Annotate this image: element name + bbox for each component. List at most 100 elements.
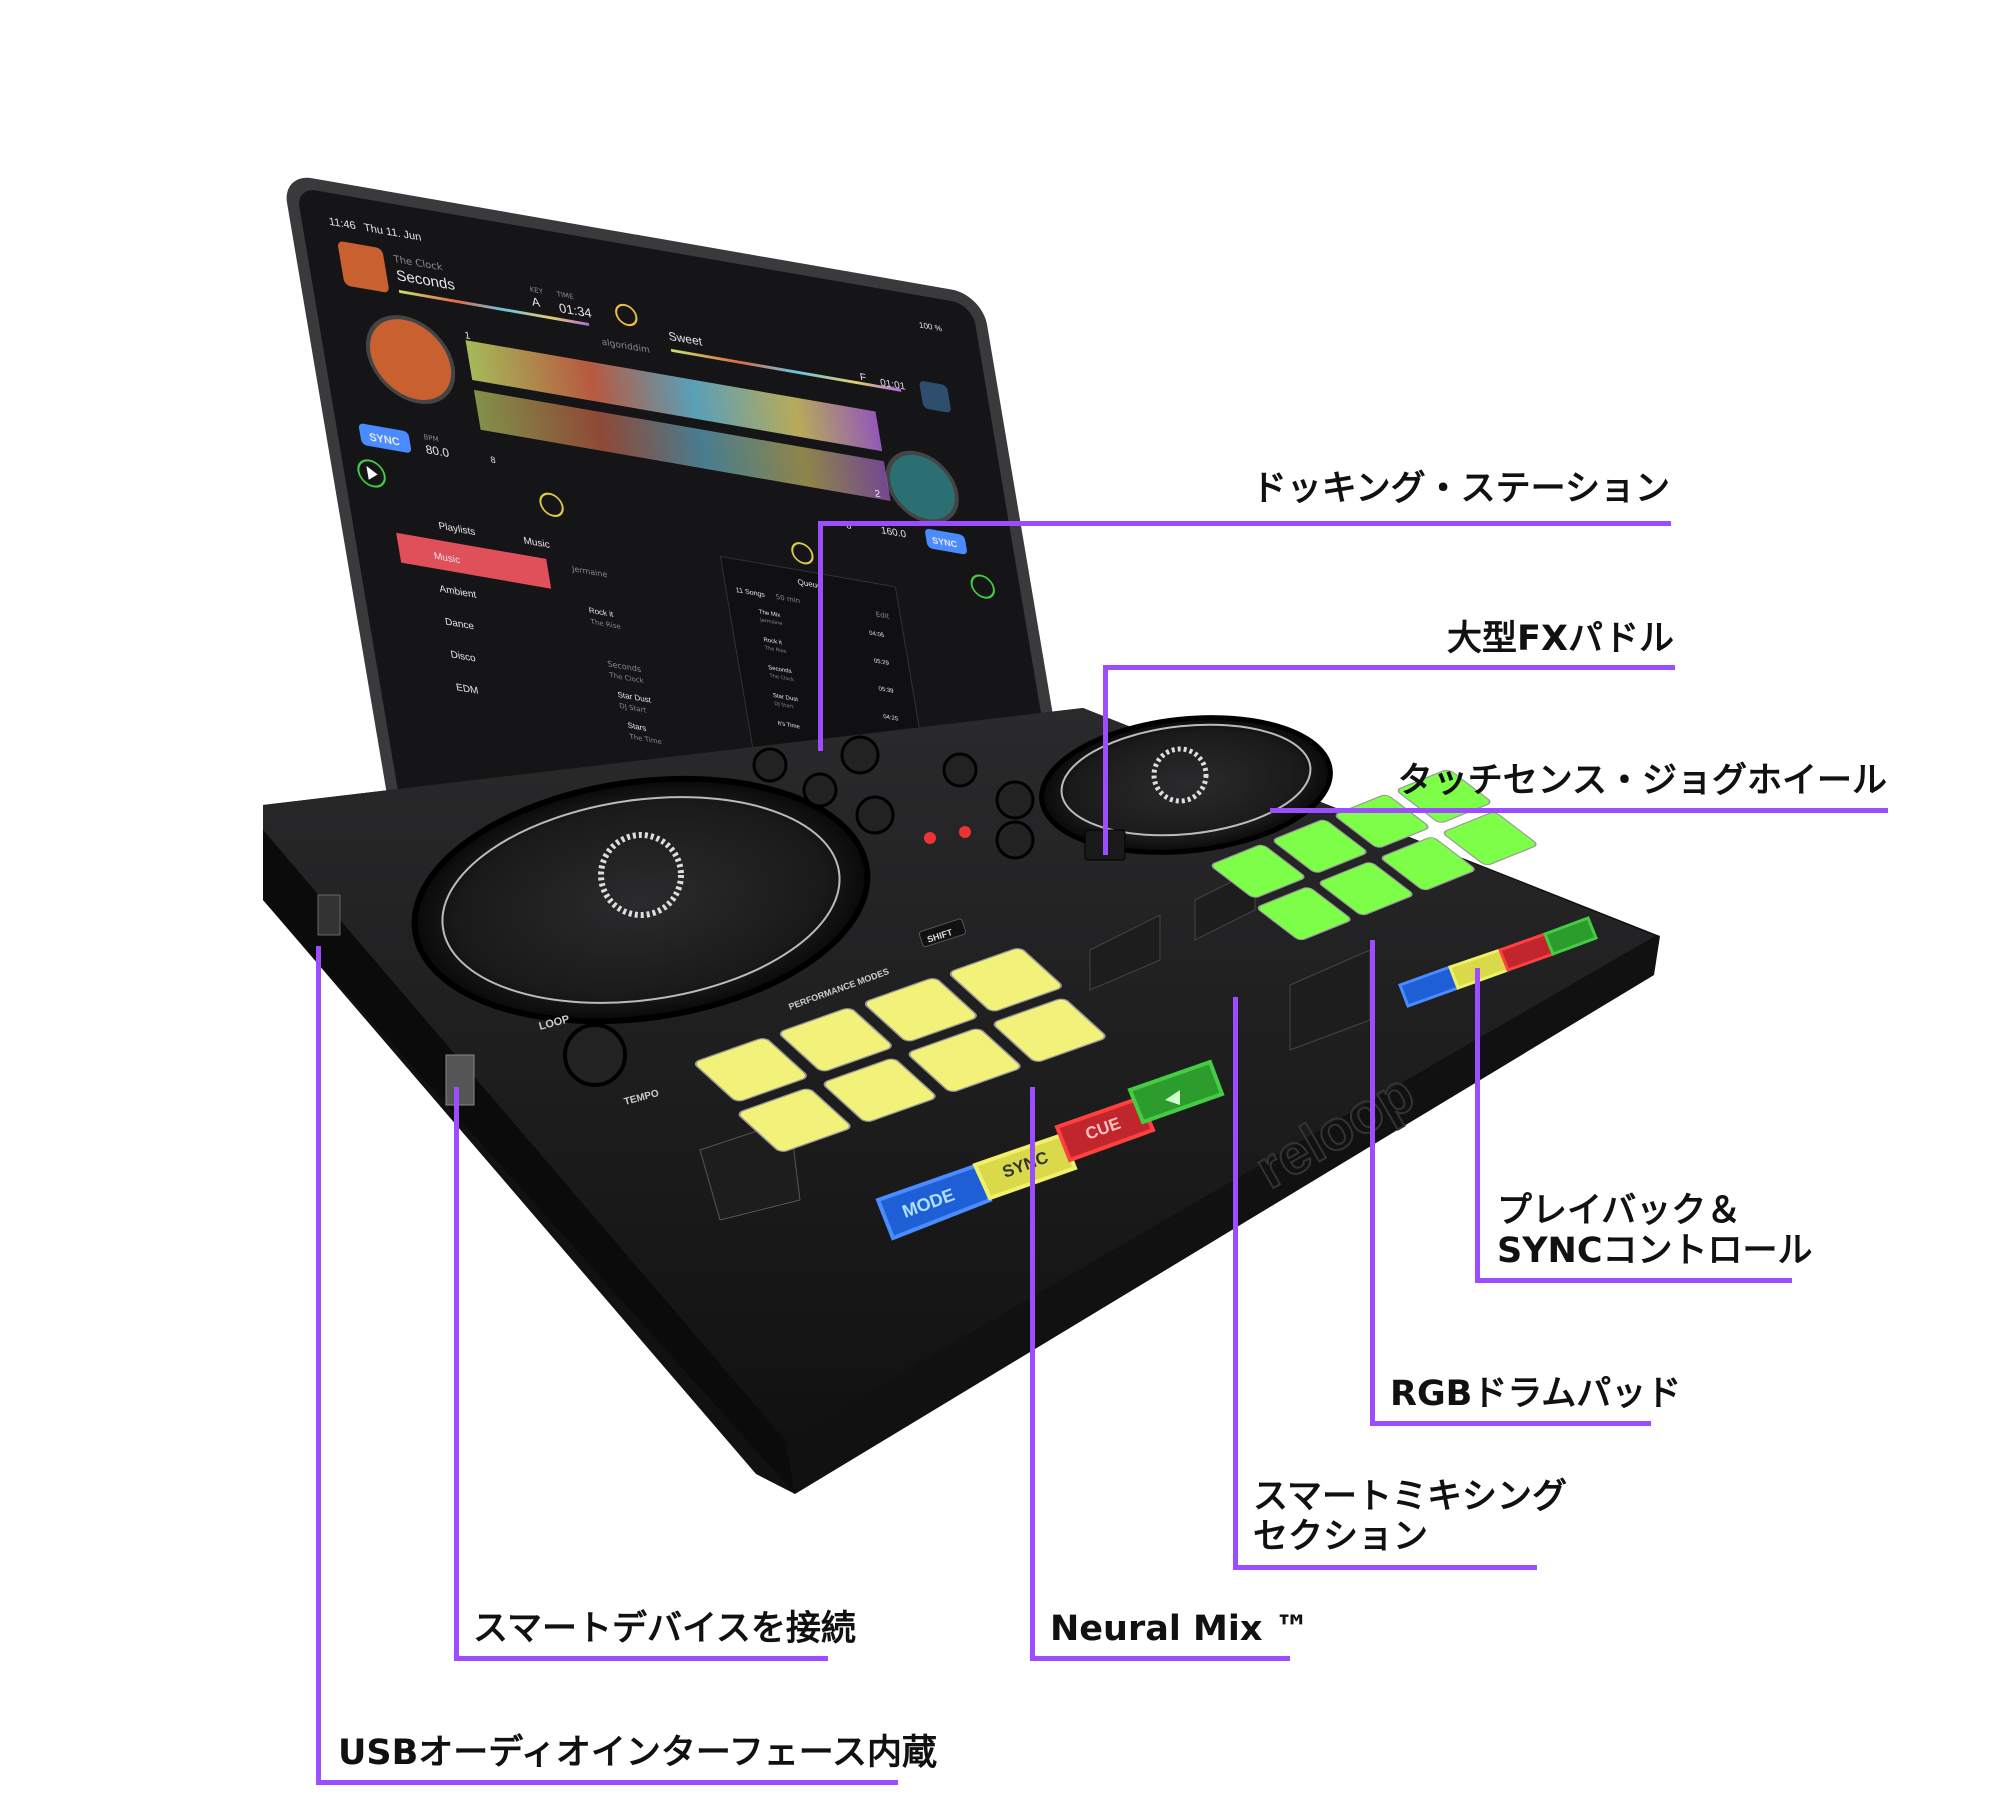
track-title[interactable]: Stars	[627, 721, 647, 733]
playlist-item[interactable]: Disco	[450, 649, 477, 664]
deck2-sync-button[interactable]	[924, 528, 967, 555]
usb-port	[317, 894, 341, 936]
deck2-play-button[interactable]	[970, 574, 996, 600]
shift-button[interactable]	[918, 918, 967, 948]
deck2-neural-mix-button[interactable]	[791, 542, 814, 565]
eq-knob[interactable]	[942, 752, 978, 788]
queue-item-title[interactable]: Rock it	[763, 637, 783, 646]
performance-pad[interactable]	[693, 1037, 809, 1103]
playlist-selected-bg	[396, 532, 552, 589]
callout-smart-mixing: スマートミキシング セクション	[1233, 997, 1567, 1570]
queue-item-time: 05:29	[874, 658, 891, 667]
rgb-drum-pad[interactable]	[1256, 886, 1353, 941]
performance-pad[interactable]	[863, 977, 979, 1043]
channel-fader-left[interactable]	[1089, 914, 1161, 991]
callout-line	[1370, 940, 1375, 1426]
record-icon[interactable]	[615, 303, 638, 327]
performance-pad[interactable]	[778, 1007, 894, 1073]
cue-button[interactable]	[1054, 1095, 1156, 1163]
performance-pad[interactable]	[948, 947, 1064, 1013]
deck1-bpm-label: BPM	[423, 432, 440, 443]
rgb-drum-pad[interactable]	[1318, 861, 1415, 916]
deck1-play-button[interactable]	[356, 458, 386, 488]
callout-label: スマートデバイスを接続	[473, 1608, 856, 1649]
callout-line	[1370, 1421, 1651, 1426]
callout-line	[1103, 665, 1108, 855]
performance-pad[interactable]	[822, 1058, 938, 1124]
deck2-marker: 2	[874, 489, 882, 501]
queue-item-title[interactable]: It's Time	[777, 721, 801, 731]
rgb-drum-pad[interactable]	[1272, 819, 1369, 874]
deck1-artwork	[338, 241, 389, 293]
callout-label: スマートミキシング	[1253, 1477, 1567, 1517]
callout-line	[1475, 968, 1480, 1283]
performance-pad[interactable]	[907, 1028, 1023, 1094]
controller-front-edge	[263, 830, 795, 1494]
left-jog-wheel[interactable]	[399, 751, 883, 1048]
jog-logo-icon	[1151, 746, 1209, 804]
callout-smart-device: スマートデバイスを接続	[454, 1087, 856, 1661]
deck1-loop-size[interactable]: 8	[490, 455, 497, 466]
callout-line	[1475, 1278, 1792, 1283]
deck1-platter[interactable]	[362, 310, 460, 408]
performance-pads	[693, 947, 1108, 1154]
mixer-section	[752, 735, 1371, 1051]
callout-line	[1103, 665, 1675, 670]
callout-label: 大型FXパドル	[1447, 619, 1674, 659]
deck2-overview-waveform	[670, 348, 902, 392]
queue-item-time: 05:39	[878, 686, 895, 695]
callout-label: SYNCコントロール	[1497, 1231, 1813, 1271]
eq-knob[interactable]	[840, 735, 880, 775]
queue-item-title[interactable]: The Mix	[758, 609, 780, 619]
callout-line	[1030, 1087, 1035, 1661]
callout-rgb-pads: RGBドラムパッド	[1370, 940, 1681, 1426]
deck1-bpm: 80.0	[425, 442, 451, 460]
deck1-key: A	[531, 295, 542, 310]
queue-item-artist: The Rise	[764, 645, 787, 655]
callout-label: RGBドラムパッド	[1390, 1374, 1681, 1414]
callout-line	[316, 946, 321, 1785]
eq-knob[interactable]	[995, 780, 1035, 820]
callout-line	[818, 521, 1671, 526]
callout-line	[1233, 997, 1238, 1570]
tab-music[interactable]: Music	[523, 536, 551, 551]
callout-neural-mix: Neural Mix ™	[1030, 1087, 1310, 1661]
eq-knob[interactable]	[802, 772, 838, 808]
rgb-drum-pad[interactable]	[1442, 811, 1539, 866]
eq-knob[interactable]	[752, 747, 788, 783]
play-pause-button[interactable]	[1127, 1059, 1225, 1125]
deck1-overview-waveform	[398, 289, 590, 326]
queue-item-time: 04:25	[883, 714, 900, 723]
loop-knob[interactable]	[563, 1023, 627, 1087]
queue-item-artist: The Clock	[768, 673, 794, 683]
callout-label: セクション	[1253, 1517, 1428, 1557]
playlist-list: Music Ambient Dance Disco EDM	[433, 551, 479, 697]
queue-item-title[interactable]: Seconds	[768, 665, 792, 675]
right-play-button[interactable]	[1543, 916, 1598, 956]
dj-controller: LOOP TEMPO SHIFT PERFORMANCE MODES MODE …	[263, 708, 1660, 1494]
performance-pad[interactable]	[992, 998, 1108, 1064]
callout-line	[1233, 1565, 1537, 1570]
deck1-sync-button[interactable]	[358, 423, 412, 454]
rgb-drum-pad[interactable]	[1210, 844, 1307, 899]
eq-knob[interactable]	[995, 820, 1035, 860]
queue-item-artist: DJ Start	[774, 701, 794, 710]
jog-logo-icon	[598, 832, 684, 918]
eq-knob[interactable]	[855, 795, 895, 835]
queue-item-title[interactable]: Star Dust	[773, 693, 799, 703]
rgb-drum-pad[interactable]	[1380, 836, 1477, 891]
queue-edit-button[interactable]: Edit	[875, 609, 890, 620]
callout-line	[316, 1780, 898, 1785]
playlist-item[interactable]: EDM	[455, 682, 479, 697]
callout-docking-station: ドッキング・ステーション	[818, 469, 1671, 751]
deck2-key: F	[859, 372, 867, 384]
deck2-title: Sweet	[667, 329, 703, 349]
callout-line	[1030, 1656, 1290, 1661]
cue-indicator	[924, 832, 936, 844]
callout-usb-audio: USBオーディオインターフェース内蔵	[316, 946, 937, 1785]
callout-label: USBオーディオインターフェース内蔵	[338, 1732, 937, 1773]
playlist-item[interactable]: Music	[433, 551, 461, 566]
callout-line	[818, 521, 823, 751]
performance-pad[interactable]	[737, 1088, 853, 1154]
deck1-neural-mix-button[interactable]	[539, 492, 565, 518]
